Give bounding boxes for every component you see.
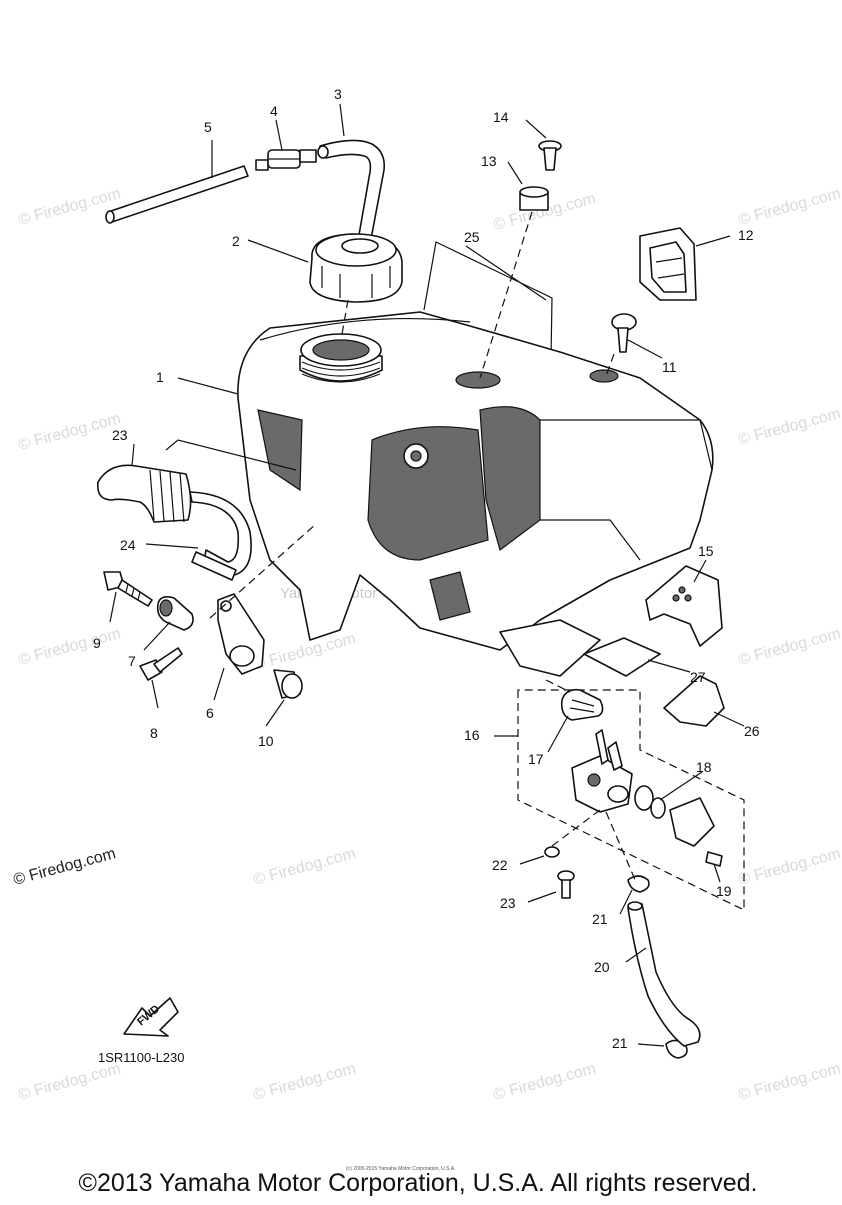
callout-23: 23 — [500, 895, 516, 911]
collar-part — [519, 186, 549, 211]
bracket-6-part — [217, 593, 265, 675]
callout-12: 12 — [738, 227, 754, 243]
vent-hose-part — [105, 165, 249, 224]
callout-19: 19 — [716, 883, 732, 899]
callout-24: 23 — [112, 427, 128, 443]
screw-14-part — [538, 140, 562, 171]
leader-lines — [109, 103, 745, 1047]
watermark: © Firedog.com — [12, 845, 118, 889]
callout-22: 22 — [492, 857, 508, 873]
screw-23-part — [557, 870, 575, 899]
clip-upper-part — [627, 875, 650, 893]
callout-28: 27 — [690, 669, 706, 685]
fuel-hose-part — [627, 901, 701, 1047]
callout-3: 3 — [334, 86, 342, 102]
rubber-strap-part — [96, 464, 192, 523]
bolt-8-part — [139, 647, 183, 681]
watermark: © Firedog.com — [17, 410, 123, 454]
callout-21-upper: 21 — [592, 911, 608, 927]
watermark: © Firedog.com — [252, 1060, 358, 1104]
watermark: © Firedog.com — [737, 845, 842, 889]
small-print: (c) 2005-2015 Yamaha Motor Corporation, … — [346, 1166, 456, 1172]
bracket-12-part — [639, 227, 697, 301]
callout-4: 4 — [270, 103, 278, 119]
callout-17: 17 — [528, 751, 544, 767]
watermark: © Firedog.com — [737, 625, 842, 669]
watermark: © Firedog.com — [252, 630, 358, 674]
callout-5: 5 — [204, 119, 212, 135]
part-code: 1SR1100-L230 — [98, 1050, 185, 1065]
watermark: © Firedog.com — [17, 1060, 123, 1104]
fuel-cock-assembly — [517, 688, 745, 911]
collar-10-part — [273, 669, 303, 699]
copyright-footer: ©2013 Yamaha Motor Corporation, U.S.A. A… — [79, 1169, 758, 1197]
check-valve-part — [255, 149, 317, 171]
fuel-tank-part — [237, 311, 714, 677]
callout-1: 1 — [156, 369, 164, 385]
callout-8: 8 — [150, 725, 158, 741]
callout-7: 7 — [128, 653, 136, 669]
callout-9: 9 — [93, 635, 101, 651]
callout-6: 6 — [206, 705, 214, 721]
callout-25: 24 — [120, 537, 136, 553]
band-part — [189, 491, 252, 581]
cover-15-part — [645, 565, 723, 647]
gasket-28-part — [583, 637, 661, 677]
callout-21-lower: 21 — [612, 1035, 628, 1051]
callout-labels: 5 4 3 2 1 14 13 25 12 11 23 24 9 7 8 6 1… — [93, 86, 760, 1051]
callout-26: 25 — [464, 229, 480, 245]
screw-11-part — [611, 313, 637, 353]
watermark: © Firedog.com — [252, 845, 358, 889]
damper-part — [156, 596, 194, 631]
callout-14: 14 — [493, 109, 509, 125]
callout-20: 20 — [594, 959, 610, 975]
callout-2: 2 — [232, 233, 240, 249]
watermark: © Firedog.com — [737, 405, 842, 449]
callout-11: 11 — [662, 359, 677, 375]
callout-18: 18 — [696, 759, 712, 775]
callout-13: 13 — [481, 153, 497, 169]
callout-15: 15 — [698, 543, 714, 559]
watermark: © Firedog.com — [17, 625, 123, 669]
watermark: © Firedog.com — [737, 185, 842, 229]
watermark: © Firedog.com — [492, 1060, 598, 1104]
callout-10: 10 — [258, 733, 274, 749]
fuel-cap-part — [309, 233, 403, 303]
washer-part — [544, 846, 560, 858]
callout-16: 16 — [464, 727, 480, 743]
watermark: © Firedog.com — [737, 1060, 842, 1104]
watermark: © Firedog.com — [17, 185, 123, 229]
bolt-9-part — [103, 571, 153, 607]
fwd-arrow-icon: FWD — [123, 997, 179, 1037]
plate-27-part — [663, 675, 725, 727]
callout-27: 26 — [744, 723, 760, 739]
